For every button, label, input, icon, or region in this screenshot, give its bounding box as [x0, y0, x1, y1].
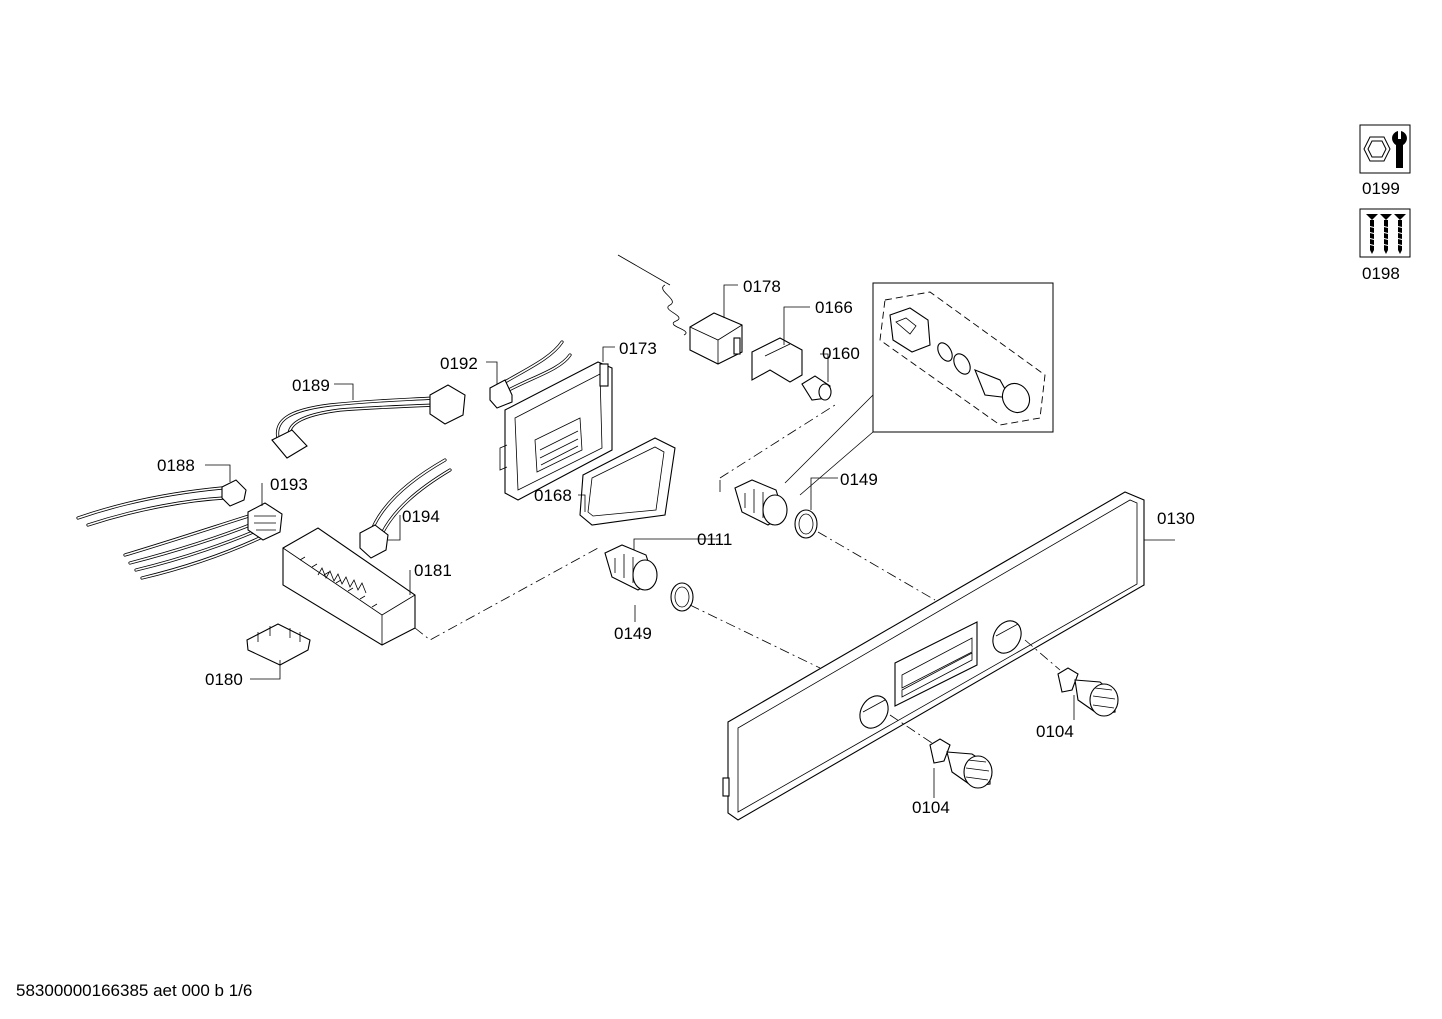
thermostat-part	[617, 254, 743, 365]
label-0111-lower: 0111	[697, 530, 732, 549]
wire-0192	[489, 340, 572, 409]
label-0149-lower: 0149	[614, 624, 652, 643]
screws-icon	[1359, 208, 1411, 258]
wire-harness-0189	[271, 384, 466, 459]
rotary-switch-lower	[604, 544, 694, 612]
assembly-lines	[414, 404, 1061, 746]
document-footer: 58300000166385 aet 000 b 1/6	[16, 981, 253, 1000]
label-0189: 0189	[292, 376, 330, 395]
clip-part	[246, 623, 311, 666]
label-0188: 0188	[157, 456, 195, 475]
label-0198: 0198	[1362, 264, 1400, 283]
label-0194: 0194	[402, 507, 440, 526]
terminal-block-part	[282, 527, 416, 646]
part-labels: 0199 0198 0178 0166 0160 0192 0173 0189 …	[157, 179, 1400, 817]
knob-part-left	[929, 738, 993, 789]
label-0193: 0193	[270, 475, 308, 494]
label-0181: 0181	[414, 561, 452, 580]
knob-part-right	[1057, 667, 1119, 717]
label-0178: 0178	[743, 277, 781, 296]
display-frame-part	[579, 437, 676, 526]
label-0130: 0130	[1157, 509, 1195, 528]
rotary-switch-upper	[734, 479, 818, 539]
label-0149-upper: 0149	[840, 470, 878, 489]
wire-harness-0188	[76, 479, 247, 527]
label-0166: 0166	[815, 298, 853, 317]
bracket-part	[751, 337, 803, 383]
electronics-module-part	[499, 361, 613, 501]
label-0160: 0160	[822, 344, 860, 363]
label-0180: 0180	[205, 670, 243, 689]
leader-lines	[205, 284, 1175, 798]
label-0168: 0168	[534, 486, 572, 505]
wire-harness-0194	[359, 458, 452, 559]
label-0104-right: 0104	[1036, 722, 1074, 741]
label-0192: 0192	[440, 354, 478, 373]
detail-inset	[784, 282, 1054, 496]
wire-harness-0193	[123, 502, 283, 580]
control-panel-part	[722, 491, 1145, 821]
label-0199: 0199	[1362, 179, 1400, 198]
lamp-holder-part	[801, 375, 832, 401]
tools-icon	[1359, 124, 1411, 174]
label-0104-left: 0104	[912, 798, 950, 817]
label-0173: 0173	[619, 339, 657, 358]
